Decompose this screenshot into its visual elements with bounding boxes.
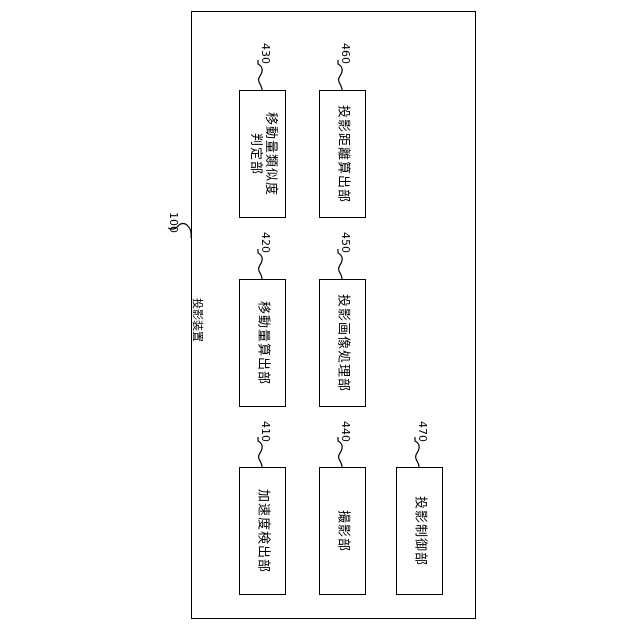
ref-450: 450: [339, 232, 352, 253]
projection-control-unit: 投影制御部: [396, 467, 443, 595]
movement-similarity-judging-unit: 移動量類似度 判定部: [239, 90, 286, 218]
box-label: 投影画像処理部: [335, 294, 350, 392]
ref-420: 420: [259, 232, 272, 253]
box-label: 投影距離算出部: [335, 105, 350, 203]
movement-calc-unit: 移動量算出部: [239, 279, 286, 407]
ref-440: 440: [339, 421, 352, 442]
acceleration-detection-unit: 加速度検出部: [239, 467, 286, 595]
box-label: 移動量算出部: [255, 301, 270, 385]
projection-distance-calc-unit: 投影距離算出部: [319, 90, 366, 218]
ref-470: 470: [416, 421, 429, 442]
box-label: 加速度検出部: [255, 489, 270, 573]
imaging-unit: 撮影部: [319, 467, 366, 595]
box-label: 移動量類似度 判定部: [248, 112, 278, 196]
box-label: 撮影部: [335, 510, 350, 552]
device-label: 投影装置: [190, 298, 206, 342]
device-ref: 100: [167, 212, 180, 233]
ref-460: 460: [339, 43, 352, 64]
projection-image-processing-unit: 投影画像処理部: [319, 279, 366, 407]
ref-410: 410: [259, 421, 272, 442]
box-label: 投影制御部: [412, 496, 427, 566]
ref-430: 430: [259, 43, 272, 64]
